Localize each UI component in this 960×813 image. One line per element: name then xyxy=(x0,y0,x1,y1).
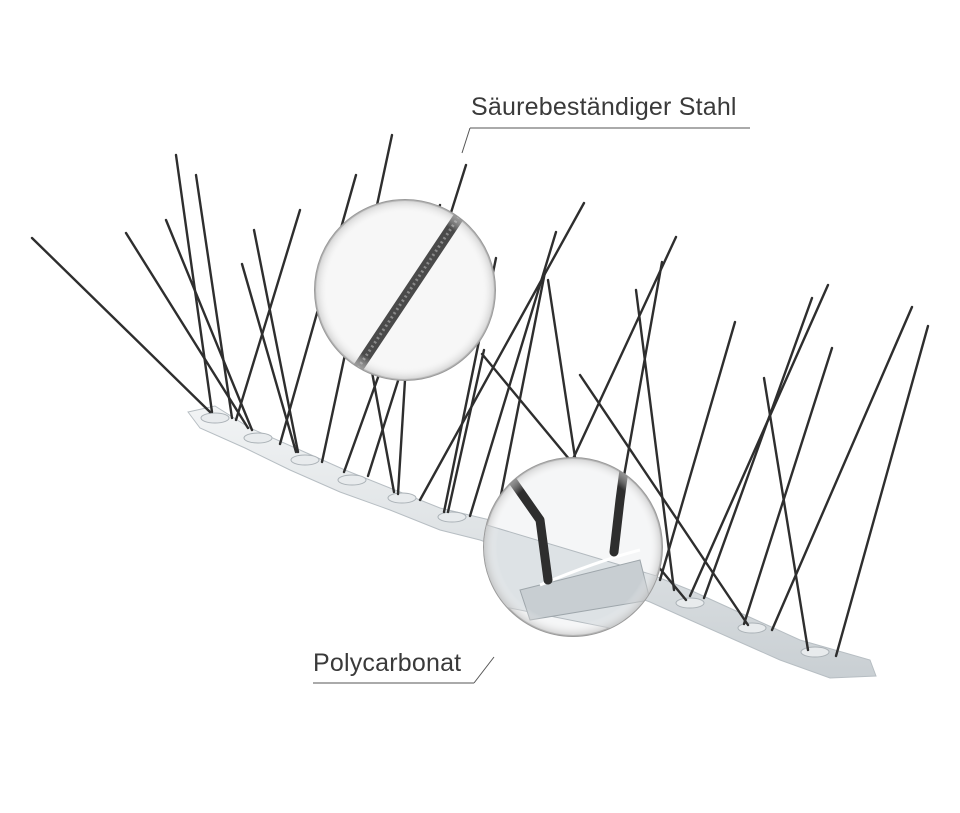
leader-lines xyxy=(313,127,750,684)
steel-label: Säurebeständiger Stahl xyxy=(471,93,737,121)
steel-magnifier-lens xyxy=(314,199,496,381)
steel-spikes xyxy=(30,133,930,658)
steel-leader-pointer xyxy=(461,127,471,154)
poly-leader-pointer xyxy=(473,656,495,684)
polycarbonate-label: Polycarbonat xyxy=(313,649,462,677)
base-magnifier-lens xyxy=(483,457,663,637)
